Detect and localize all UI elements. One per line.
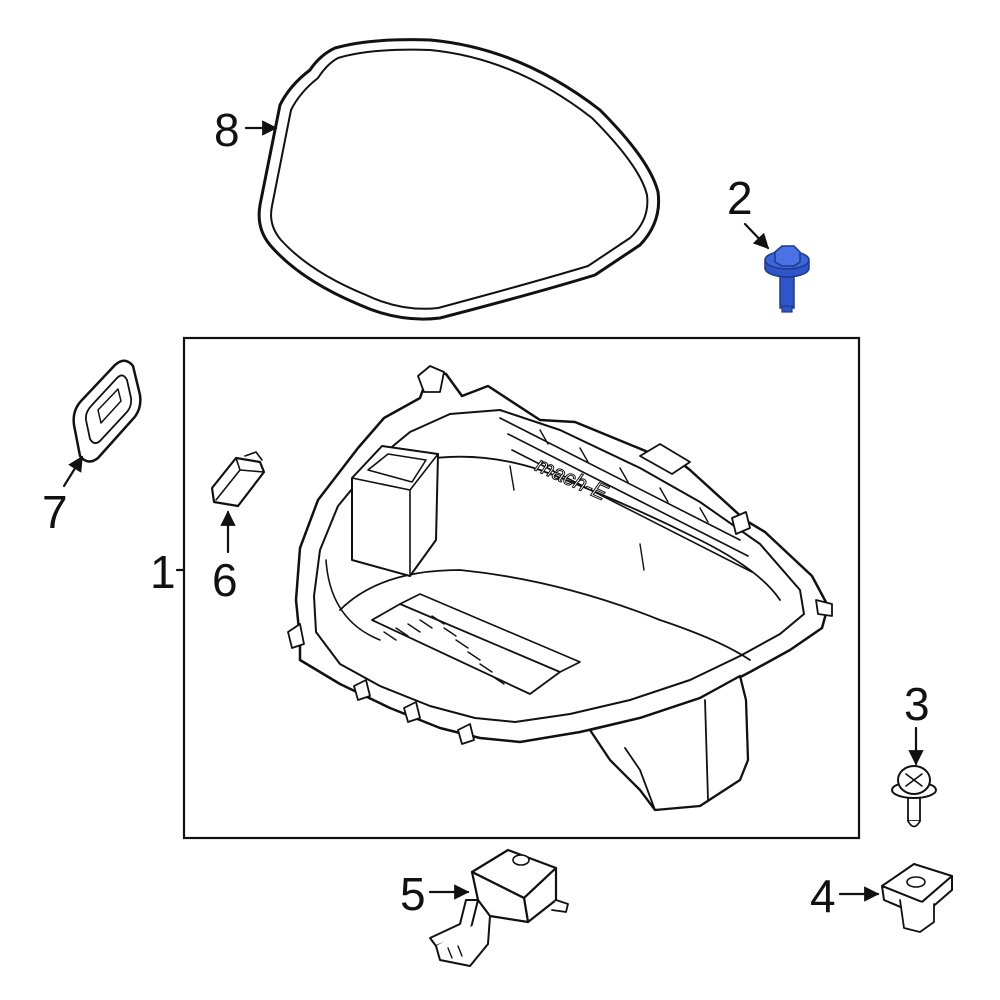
bracket-part-5[interactable]: [429, 848, 569, 967]
callout-1: 1: [150, 546, 186, 598]
weatherstrip-seal-part-8[interactable]: [257, 38, 661, 321]
nut-clip-part-4[interactable]: [881, 863, 953, 933]
callout-label-6: 6: [212, 554, 238, 606]
assembly-frame: [182, 336, 861, 840]
callout-8: 8: [214, 104, 278, 156]
callout-3: 3: [904, 678, 930, 766]
callout-4: 4: [810, 870, 880, 922]
pin-rivet-part-3[interactable]: [891, 765, 937, 828]
callout-6: 6: [212, 510, 238, 606]
callout-7: 7: [42, 455, 84, 538]
callout-label-2: 2: [727, 172, 753, 224]
callout-label-5: 5: [400, 868, 426, 920]
callout-label-8: 8: [214, 104, 240, 156]
callout-label-1: 1: [150, 546, 176, 598]
bezel-part-7[interactable]: [72, 359, 142, 463]
clip-part-6[interactable]: [210, 451, 266, 508]
callout-label-3: 3: [904, 678, 930, 730]
callout-2: 2: [727, 172, 770, 250]
bolt-part-2-highlighted[interactable]: [764, 245, 810, 313]
callout-label-7: 7: [42, 486, 68, 538]
callout-5: 5: [400, 868, 470, 920]
callout-label-4: 4: [810, 870, 836, 922]
frunk-tub-part-1[interactable]: mach-E: [287, 365, 833, 812]
